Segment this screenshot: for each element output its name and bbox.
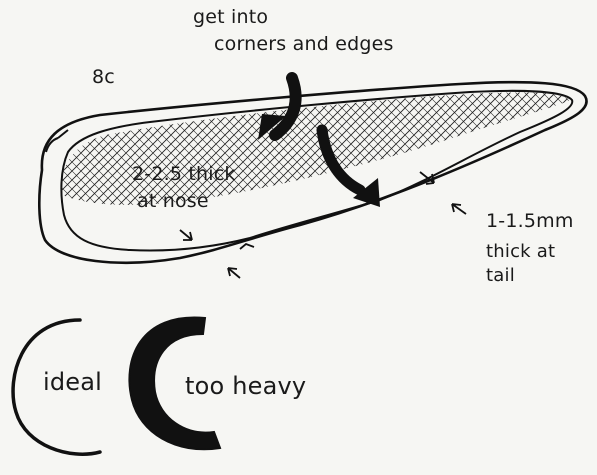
- annotation-top-line2: corners and edges: [214, 33, 394, 55]
- annotation-top-line1: get into: [193, 6, 268, 28]
- annotation-tail-line1: 1-1.5mm: [486, 210, 574, 232]
- annotation-nose-line2: at nose: [137, 190, 209, 212]
- figure-label: 8c: [92, 66, 115, 88]
- annotation-nose-line1: 2-2.5 thick: [132, 163, 236, 185]
- ideal-label: ideal: [43, 368, 102, 396]
- hatched-chocolate-area: [61, 92, 570, 204]
- base-notch: [240, 244, 254, 249]
- annotation-tail-line2: thick at: [486, 241, 555, 262]
- annotation-tail-line3: tail: [486, 265, 515, 286]
- too-heavy-label: too heavy: [185, 372, 306, 400]
